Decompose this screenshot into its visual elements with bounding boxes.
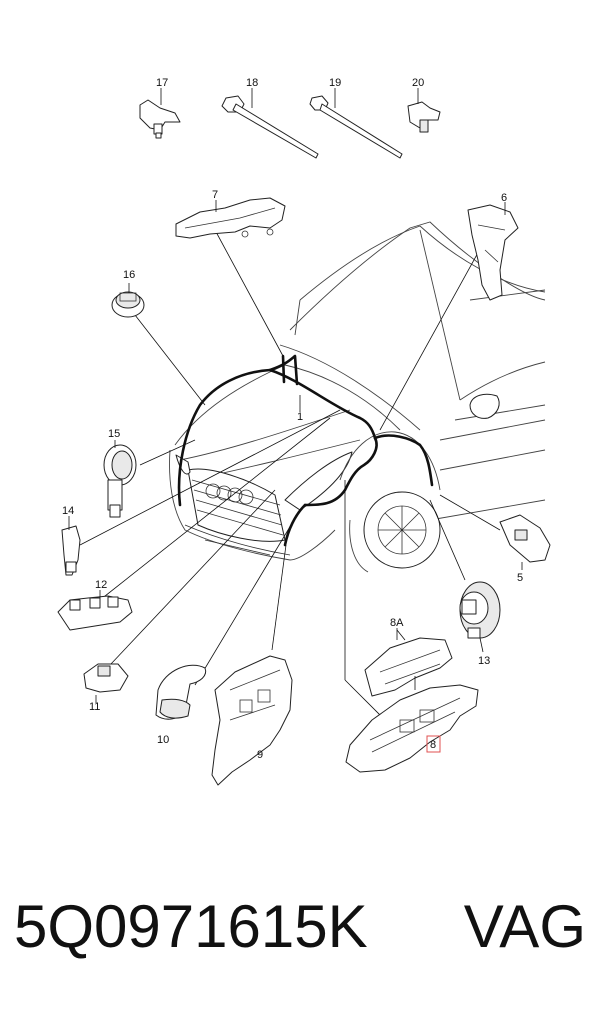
part-14-clip: [61, 516, 81, 576]
part-17-clip: [139, 88, 181, 139]
callout-9: 9: [257, 749, 263, 761]
part-15-holder: [103, 440, 137, 518]
part-12-bracket: [57, 590, 133, 631]
part-6-bracket: [467, 202, 519, 301]
callout-19: 19: [329, 77, 341, 89]
part-5-bracket: [499, 514, 551, 570]
callout-6: 6: [501, 192, 507, 204]
part-20-clip: [407, 88, 441, 133]
callout-5: 5: [517, 572, 523, 584]
part-18-cable-tie: [221, 88, 319, 159]
part-13-holder: [459, 581, 501, 653]
part-9-bracket: [211, 655, 293, 786]
callout-18: 18: [246, 77, 258, 89]
brand-text: VAG: [463, 893, 586, 960]
callout-7: 7: [212, 189, 218, 201]
callout-8-highlight-box: [426, 735, 441, 753]
leader-lines: [79, 229, 501, 721]
callout-14: 14: [62, 505, 74, 517]
part-10-cover: [155, 664, 207, 720]
callout-labels: 17 18 19 20 7 6 16 1 15 14 12 5 8A 13 11…: [62, 77, 523, 761]
callout-13: 13: [478, 655, 490, 667]
callout-8A: 8A: [390, 617, 404, 629]
part-7-bracket: [175, 197, 286, 239]
part-8-housing: [345, 676, 479, 773]
callout-17: 17: [156, 77, 168, 89]
callout-15: 15: [108, 428, 120, 440]
callout-16: 16: [123, 269, 135, 281]
part-16-grommet: [111, 283, 145, 318]
parts-diagram: 17 18 19 20 7 6 16 1 15 14 12 5 8A 13 11…: [57, 77, 551, 786]
callout-8: 8: [430, 739, 436, 751]
part-number-text: 5Q0971615K: [14, 893, 368, 960]
callout-12: 12: [95, 579, 107, 591]
part-8A-cover: [364, 628, 453, 697]
part-11-bracket: [83, 663, 129, 703]
callout-11: 11: [89, 701, 100, 713]
callout-10: 10: [157, 734, 169, 746]
callout-20: 20: [412, 77, 424, 89]
callout-1: 1: [297, 411, 303, 423]
part-19-cable-tie: [309, 88, 403, 159]
part-caption: 5Q0971615K VAG: [14, 892, 594, 982]
